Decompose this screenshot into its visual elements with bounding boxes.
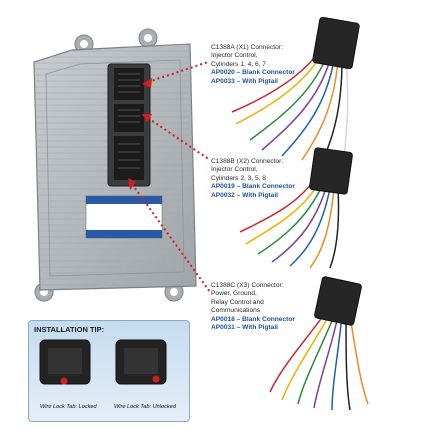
- tip-connector-locked: [39, 339, 91, 385]
- callout-arrows: [131, 61, 211, 293]
- tip-connector-unlocked: [115, 339, 167, 385]
- part-number-blank: AP0020 – Blank Connector: [211, 69, 295, 77]
- caption-line: Communications: [211, 307, 261, 315]
- arrow-head-1: [142, 78, 152, 88]
- connector-caption-x2: C1388B (X2) Connector: Injector Control,…: [211, 158, 295, 200]
- arrow-head-2: [142, 114, 152, 122]
- caption-line: Injector Control,: [211, 52, 258, 60]
- part-number-blank: AP0018 – Blank Connector: [211, 315, 295, 323]
- connector-caption-x1: C1388A (X1) Connector: Injector Control,…: [211, 44, 295, 86]
- locked-caption: Wire Lock Tab: Locked: [40, 404, 97, 410]
- caption-line: C1388C (X3) Connector:: [211, 282, 284, 289]
- caption-line: Power, Ground,: [211, 290, 257, 298]
- caption-line: C1388B (X2) Connector:: [211, 158, 284, 165]
- installation-tip-title: INSTALLATION TIP:: [34, 325, 105, 334]
- unlocked-caption: Wire Lock Tab: Unlocked: [114, 404, 176, 410]
- part-number-pigtail: AP0031 – With Pigtail: [211, 324, 278, 332]
- caption-line: Cylinders 2, 3, 5, 8: [211, 174, 266, 182]
- pigtail-connector-1: [231, 16, 360, 163]
- part-number-blank: AP0019 – Blank Connector: [211, 183, 295, 191]
- caption-line: Cylinders 1, 4, 6, 7: [211, 60, 266, 68]
- caption-line: C1388A (X1) Connector:: [211, 44, 283, 51]
- pigtail-connector-2: [239, 147, 353, 269]
- arrow-head-3: [128, 178, 136, 190]
- connector-caption-x3: C1388C (X3) Connector: Power, Ground, Re…: [211, 282, 295, 332]
- part-number-pigtail: AP0032 – With Pigtail: [211, 191, 278, 199]
- caption-line: Injector Control,: [211, 166, 258, 174]
- part-number-pigtail: AP0033 – With Pigtail: [211, 77, 278, 85]
- control-module: [33, 28, 197, 302]
- caption-line: Relay Control and: [211, 298, 264, 306]
- pigtail-connector-3: [269, 276, 369, 411]
